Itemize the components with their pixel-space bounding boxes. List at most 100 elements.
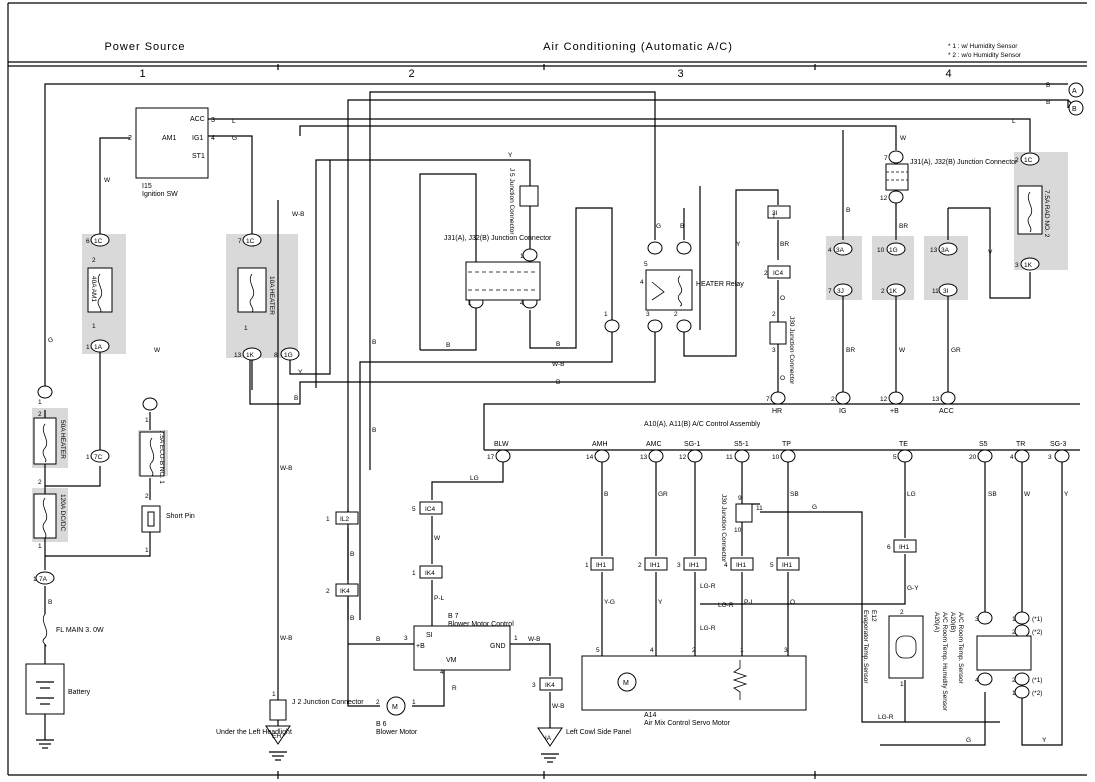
wire-label-b-bottom: B <box>556 379 560 386</box>
pin-7a-label: 7A <box>39 576 48 583</box>
connector-ih1-lower <box>539 677 563 691</box>
pin-sensor-a4 <box>977 672 993 686</box>
pin-number-2-j30: 2 <box>772 311 776 318</box>
wire-label-b-j31: B <box>446 342 450 349</box>
ac-ecu-amc-label: AMC <box>646 441 662 448</box>
pin-number-1-motor: 1 <box>412 699 416 706</box>
fl-main-element <box>42 613 48 647</box>
pin-number-5-ij1: 5 <box>770 562 774 569</box>
pin-j31-b12 <box>888 190 904 204</box>
wire-label-b-ig: B <box>846 207 850 214</box>
fuse-ecub-label: 7.5A ECU-B NO. 1 <box>158 430 165 484</box>
wire-label-y-loop: Y <box>298 369 303 376</box>
pin-ecu-plusb <box>888 391 904 405</box>
pin-1c-rad <box>1020 152 1040 166</box>
pin-ecu-sg3 <box>1054 449 1070 463</box>
pin-number-5-servo: 5 <box>596 647 600 654</box>
pin-number-1-heater-box: 1 <box>244 325 248 332</box>
pin-relay-3d <box>647 319 663 333</box>
wire-label-b-amh: B <box>604 491 608 498</box>
pin-number-1-ecub: 1 <box>145 417 149 424</box>
pin-number-1-short: 1 <box>145 547 149 554</box>
blower-control-name: Blower Motor Control <box>448 621 514 628</box>
ac-ecu-s51-label: S5-1 <box>734 441 749 448</box>
wire-label-gr-amc: GR <box>658 491 668 498</box>
wire-label-w-tr: W <box>1024 491 1031 498</box>
fuses <box>33 185 1043 647</box>
pin-ecu-amh <box>594 449 610 463</box>
junction-j30-lower <box>735 503 753 523</box>
connector-ij1-4 <box>730 557 754 571</box>
connector-ij1-5 <box>776 557 800 571</box>
offpage-a <box>1068 82 1084 98</box>
pin-number-2-ig: 2 <box>831 396 835 403</box>
pin-ecu-te <box>897 449 913 463</box>
ignition-st1-label: ST1 <box>192 153 205 160</box>
wire-label-b-second: B <box>1046 99 1050 106</box>
ac-ecu-sg1-label: SG-1 <box>684 441 700 448</box>
wire-label-g-bottom: G <box>966 737 971 744</box>
battery-label: Battery <box>68 689 91 696</box>
pin-1g <box>280 347 300 361</box>
pin-number-2-motor: 2 <box>376 699 380 706</box>
pin-number-10-j30: 10 <box>734 527 742 534</box>
room-sensor-mark-2a: (*2) <box>1032 629 1042 636</box>
column-number-4: 4 <box>945 68 952 80</box>
pin-number-4-relay: 4 <box>640 279 644 286</box>
pin-number-6: 6 <box>86 238 90 245</box>
heater-relay-body <box>645 269 693 311</box>
room-sensor-line-4: A/C Room Temp. Sensor <box>957 612 964 685</box>
connector-ij1-1-label: IH1 <box>596 562 607 569</box>
pin-number-2-ih1: 2 <box>326 588 330 595</box>
pin-sensor-b1 <box>1014 685 1030 699</box>
fuse-am1-label: 40A AM1 <box>90 276 97 302</box>
inline-connectors <box>335 205 917 691</box>
pin-3j-label: 3J <box>837 288 844 295</box>
pin-number-1-am1-fuse: 1 <box>92 323 96 330</box>
pin-number-12-sg1: 12 <box>679 454 687 461</box>
evap-sensor-code: E12 <box>870 610 877 622</box>
connector-ih1-upper <box>419 565 443 579</box>
ac-ecu-title: A10(A), A11(B) A/C Control Assembly <box>644 421 761 428</box>
pin-relay-3c <box>604 319 620 333</box>
pin-1k-rad-label: 1K <box>1024 262 1033 269</box>
ignition-ig1-label: IG1 <box>192 135 203 142</box>
ac-ecu-s5-label: S5 <box>979 441 988 448</box>
wire-label-g-junction: G <box>812 504 817 511</box>
connector-ik4 <box>335 511 359 525</box>
wire-label-b-relay: B <box>556 341 560 348</box>
pin-3i-label: 3I <box>943 288 949 295</box>
pin-number-13-acc: 13 <box>932 396 940 403</box>
fuse-120a <box>33 493 57 539</box>
room-sensor-body <box>976 635 1032 671</box>
ac-ecu-blw-label: BLW <box>494 441 509 448</box>
wire-label-br-plusb: BR <box>899 223 908 230</box>
wire-label-br-ic4: BR <box>780 241 789 248</box>
pin-number-5-te: 5 <box>893 454 897 461</box>
junction-j30-lower-label: J30 Junction Connector <box>720 494 727 563</box>
wire-label-b-center-lower: B <box>372 427 376 434</box>
pin-number-17-blw: 17 <box>487 454 495 461</box>
wire-label-pl-ih1: P-L <box>434 595 445 602</box>
ground-eh-earth-icon <box>269 751 287 761</box>
pin-number-2b-room: 2 <box>1012 677 1016 684</box>
wire-label-wb-ia: W-B <box>552 703 565 710</box>
junction-j5-label: J 5 Junction Connector <box>508 168 515 235</box>
pin-number-11-s51: 11 <box>726 454 733 461</box>
header-note-2: * 2 : w/o Humidity Sensor <box>948 52 1022 59</box>
servo-body <box>581 655 807 711</box>
pin-number-13-3a: 13 <box>930 247 938 254</box>
fl-main-label: FL MAIN 3. 0W <box>56 627 104 634</box>
connector-il2-upper-label: IC4 <box>773 270 784 277</box>
wire-label-b-top: B <box>1046 82 1050 89</box>
wire-label-lgr-sg1: LG-R <box>700 583 716 590</box>
ground-eh-label: Under the Left Headlight <box>216 729 292 736</box>
blower-motor-code: B 6 <box>376 721 387 728</box>
pin-number-5-relay: 5 <box>644 261 648 268</box>
wire-label-g-left: G <box>48 337 53 344</box>
fuse-rad-label: 7.5A RAD NO. 2 <box>1043 190 1050 238</box>
pin-number-4-control: 4 <box>440 669 444 676</box>
evap-thermistor-icon <box>895 635 917 659</box>
pin-1c-am1-label: 1C <box>94 238 103 245</box>
pin-number-1-relay: 1 <box>604 311 608 318</box>
